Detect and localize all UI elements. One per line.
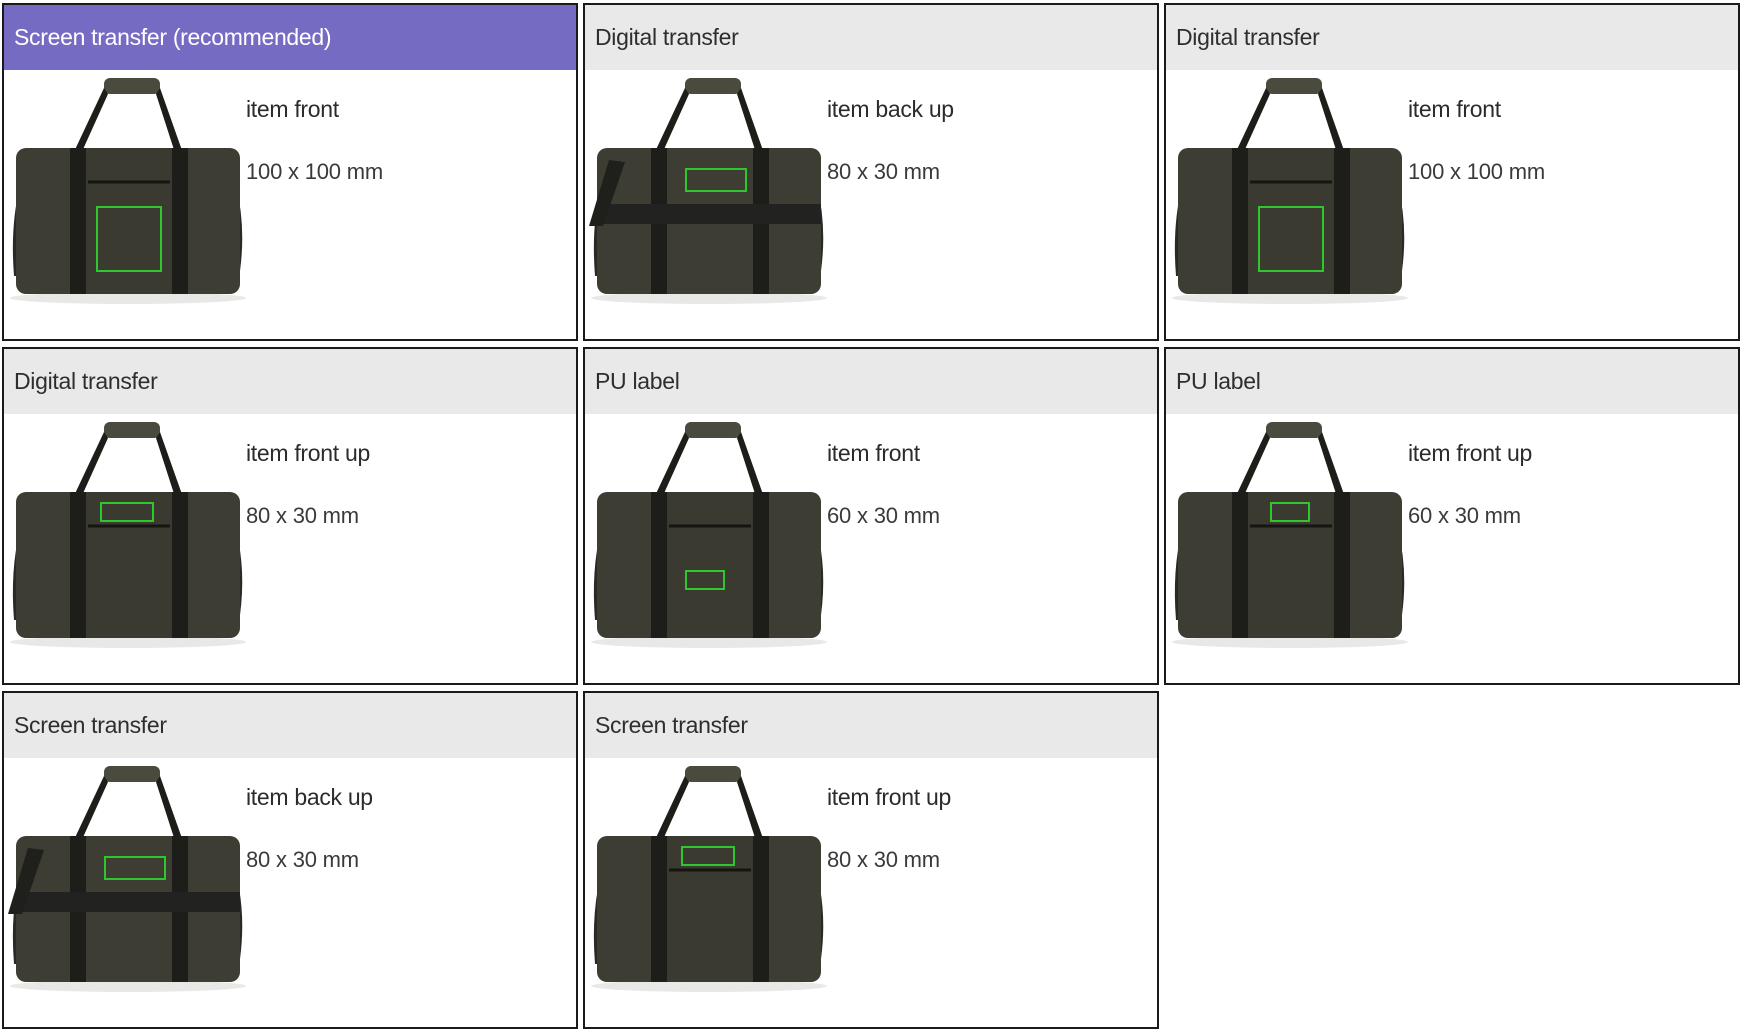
technique-title: PU label — [585, 349, 1157, 414]
technique-title: Digital transfer — [585, 5, 1157, 70]
print-option-card[interactable]: Digital transfer item back up 80 x 30 mm — [583, 3, 1159, 341]
print-option-card[interactable]: Screen transfer (recommended) item front… — [2, 3, 578, 341]
print-options-grid: Screen transfer (recommended) item front… — [2, 3, 1740, 1029]
technique-title: Screen transfer (recommended) — [4, 5, 576, 70]
bag-front-image — [8, 76, 248, 326]
print-position: item back up — [246, 784, 373, 810]
technique-title: Screen transfer — [4, 693, 576, 758]
bag-back-image — [589, 76, 829, 326]
technique-title: Screen transfer — [585, 693, 1157, 758]
print-area-outline — [100, 502, 154, 522]
print-area-outline — [1270, 502, 1310, 522]
print-option-card[interactable]: Screen transfer item front up 80 x 30 mm — [583, 691, 1159, 1029]
print-area-outline — [681, 846, 735, 866]
print-size: 100 x 100 mm — [246, 159, 384, 184]
bag-front-image — [589, 764, 829, 1014]
print-size: 80 x 30 mm — [246, 847, 359, 872]
print-size: 80 x 30 mm — [827, 159, 940, 184]
print-size: 60 x 30 mm — [827, 503, 940, 528]
print-option-card[interactable]: Screen transfer item back up 80 x 30 mm — [2, 691, 578, 1029]
print-area-outline — [1258, 206, 1324, 272]
bag-front-image — [589, 420, 829, 670]
print-position: item front up — [827, 784, 951, 810]
technique-title: PU label — [1166, 349, 1738, 414]
print-option-card[interactable]: PU label item front up 60 x 30 mm — [1164, 347, 1740, 685]
print-position: item front up — [1408, 440, 1532, 466]
print-position: item front — [827, 440, 920, 466]
bag-front-image — [8, 420, 248, 670]
bag-back-image — [8, 764, 248, 1014]
print-option-card[interactable]: PU label item front 60 x 30 mm — [583, 347, 1159, 685]
technique-title: Digital transfer — [1166, 5, 1738, 70]
bag-front-image — [1170, 76, 1410, 326]
print-area-outline — [104, 856, 166, 880]
technique-title: Digital transfer — [4, 349, 576, 414]
print-option-card[interactable]: Digital transfer item front 100 x 100 mm — [1164, 3, 1740, 341]
print-size: 60 x 30 mm — [1408, 503, 1521, 528]
bag-front-image — [1170, 420, 1410, 670]
print-option-card[interactable]: Digital transfer item front up 80 x 30 m… — [2, 347, 578, 685]
print-position: item front up — [246, 440, 370, 466]
print-area-outline — [685, 168, 747, 192]
print-position: item front — [1408, 96, 1501, 122]
print-position: item back up — [827, 96, 954, 122]
print-area-outline — [96, 206, 162, 272]
print-size: 80 x 30 mm — [246, 503, 359, 528]
print-area-outline — [685, 570, 725, 590]
print-size: 100 x 100 mm — [1408, 159, 1546, 184]
print-size: 80 x 30 mm — [827, 847, 940, 872]
print-position: item front — [246, 96, 339, 122]
